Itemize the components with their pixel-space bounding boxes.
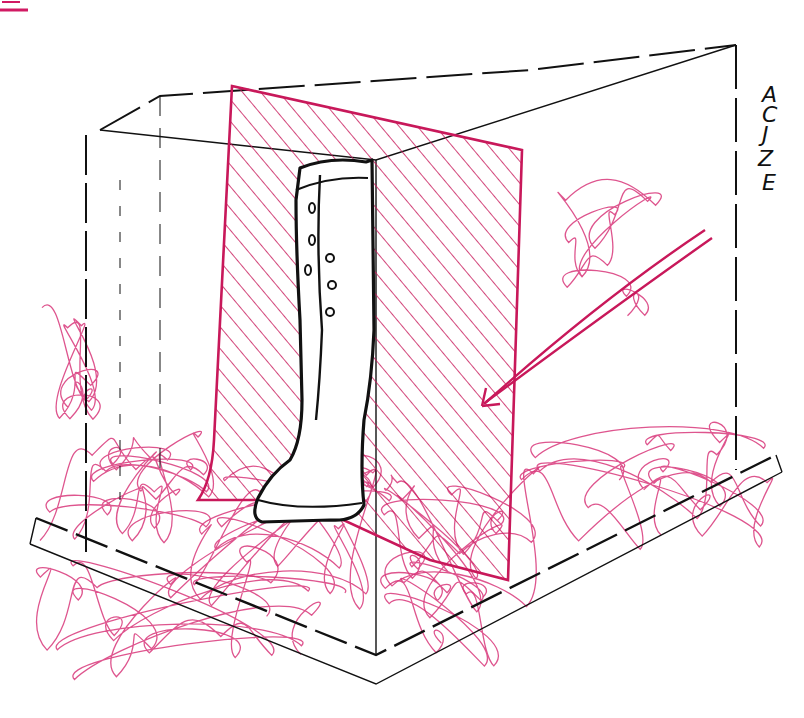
scribble-stroke xyxy=(42,305,100,419)
boot-illustration xyxy=(255,160,374,522)
scribble-stroke xyxy=(558,179,661,315)
scribble-stroke xyxy=(520,422,772,549)
note-letter: A xyxy=(762,84,777,106)
scribble-stroke xyxy=(36,546,320,679)
scribble-stroke xyxy=(40,431,213,542)
note-letter: E xyxy=(762,172,776,194)
note-letter: J xyxy=(762,124,769,146)
glass-box xyxy=(86,45,736,655)
leader-arrow xyxy=(482,230,712,406)
hatched-panel xyxy=(198,86,522,580)
scribble-stroke xyxy=(381,571,499,666)
note-letter: Z xyxy=(758,148,773,170)
corner-mark xyxy=(2,1,20,3)
corner-mark xyxy=(0,9,28,12)
note-letter: C xyxy=(762,104,777,126)
